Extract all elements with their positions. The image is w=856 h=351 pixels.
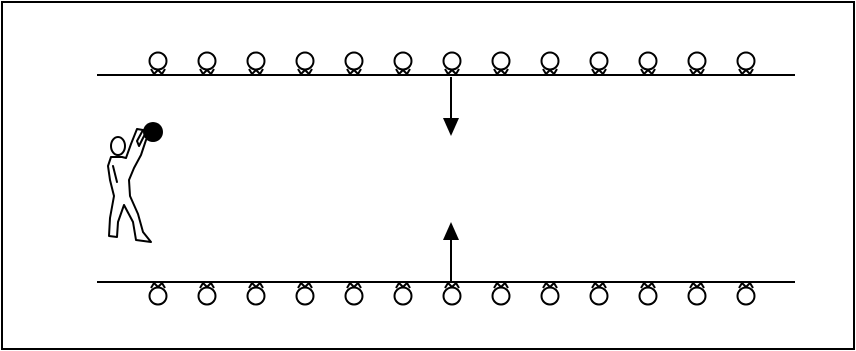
top-figure-icon bbox=[736, 51, 756, 75]
person-body bbox=[107, 128, 152, 243]
top-row bbox=[148, 51, 756, 75]
top-figure-icon bbox=[344, 51, 364, 75]
bottom-figure-icon bbox=[246, 282, 266, 306]
bottom-figure-icon bbox=[344, 282, 364, 306]
top-figure-icon bbox=[589, 51, 609, 75]
top-figure-icon bbox=[295, 51, 315, 75]
bottom-row bbox=[148, 282, 756, 306]
bottom-figure-icon bbox=[736, 282, 756, 306]
ball-icon bbox=[143, 122, 163, 142]
top-figure-icon bbox=[638, 51, 658, 75]
person-arm-line bbox=[112, 165, 118, 183]
bottom-figure-icon bbox=[589, 282, 609, 306]
bottom-figure-icon bbox=[295, 282, 315, 306]
top-figure-icon bbox=[246, 51, 266, 75]
bottom-figure-icon bbox=[540, 282, 560, 306]
top-figure-icon bbox=[197, 51, 217, 75]
bottom-figure-icon bbox=[148, 282, 168, 306]
arrow-up-icon bbox=[443, 222, 459, 281]
bottom-figure-icon bbox=[197, 282, 217, 306]
bottom-figure-icon bbox=[393, 282, 413, 306]
top-figure-icon bbox=[491, 51, 511, 75]
top-figure-icon bbox=[148, 51, 168, 75]
top-figure-icon bbox=[687, 51, 707, 75]
arrow-down-icon bbox=[443, 77, 459, 136]
bottom-figure-icon bbox=[687, 282, 707, 306]
bottom-figure-icon bbox=[491, 282, 511, 306]
bottom-figure-icon bbox=[638, 282, 658, 306]
top-figure-icon bbox=[393, 51, 413, 75]
person-throwing-ball-icon bbox=[107, 128, 152, 243]
person-head bbox=[110, 136, 126, 156]
bottom-figure-icon bbox=[442, 282, 462, 306]
top-figure-icon bbox=[442, 51, 462, 75]
top-figure-icon bbox=[540, 51, 560, 75]
